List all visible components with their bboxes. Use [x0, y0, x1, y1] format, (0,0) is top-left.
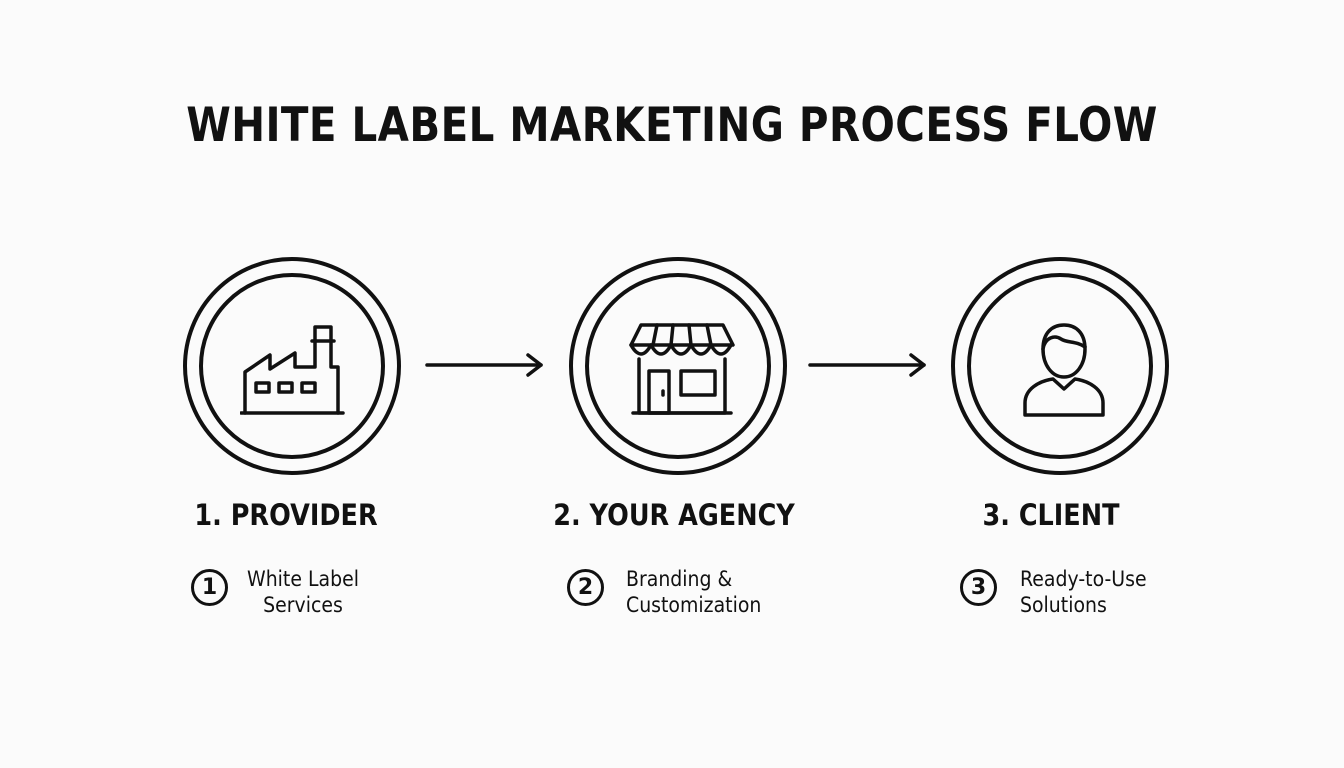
storefront-icon	[629, 323, 735, 415]
stage-circle-agency	[569, 257, 787, 475]
description-line: White Label	[247, 567, 359, 591]
stage-label-provider: 1. PROVIDER	[194, 498, 378, 532]
person-icon	[1023, 323, 1105, 417]
factory-icon	[240, 325, 345, 415]
stage-circle-provider	[183, 257, 401, 475]
stage-description-client: Ready-to-Use Solutions	[1020, 566, 1147, 618]
stage-label-agency: 2. YOUR AGENCY	[553, 498, 795, 532]
step-number-badge: 2	[567, 569, 604, 606]
page-title: WHITE LABEL MARKETING PROCESS FLOW	[186, 98, 1158, 153]
stage-description-agency: Branding & Customization	[626, 566, 761, 618]
step-number-badge: 1	[191, 569, 228, 606]
stage-label-client: 3. CLIENT	[982, 498, 1120, 532]
description-line: Solutions	[1020, 593, 1107, 617]
stage-circle-client	[951, 257, 1169, 475]
description-line: Customization	[626, 593, 762, 617]
arrow-right-icon	[425, 353, 543, 377]
stage-description-provider: White Label Services	[247, 566, 359, 618]
arrow-right-icon	[808, 353, 926, 377]
step-number-badge: 3	[960, 569, 997, 606]
description-line: Services	[263, 593, 343, 617]
description-line: Ready-to-Use	[1020, 567, 1147, 591]
description-line: Branding &	[626, 567, 733, 591]
